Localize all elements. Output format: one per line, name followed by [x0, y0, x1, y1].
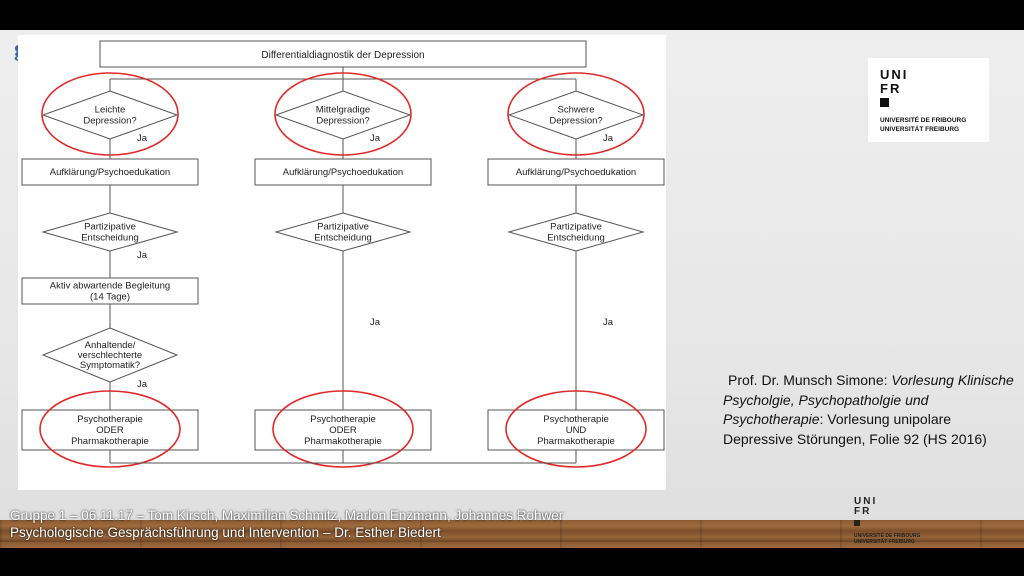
- column-2-result-line-3: Pharmakotherapie: [304, 436, 382, 447]
- footer-line-2: Psychologische Gesprächsführung und Inte…: [10, 525, 441, 540]
- footer-logo-name-line1: UNIVERSITÉ DE FRIBOURG: [854, 533, 921, 539]
- column-2-result-highlight-circle: [272, 390, 414, 468]
- column-2-decision2-line-1: Partizipative: [317, 222, 369, 233]
- source-citation: Prof. Dr. Munsch Simone: Vorlesung Klini…: [723, 371, 1015, 449]
- column-1-step1-box: [21, 158, 199, 186]
- column-1-result-highlight-circle: [39, 390, 181, 468]
- column-3-decision-line-1: Schwere: [558, 105, 595, 116]
- footer-logo-mark-line1: UNI: [854, 496, 878, 507]
- column-3-decision-line-2: Depression?: [549, 116, 602, 127]
- column-1-result-line-3: Pharmakotherapie: [71, 436, 149, 447]
- logo-name-line2: UNIVERSITÄT FREIBURG: [880, 126, 960, 133]
- column-3-result-box: [487, 409, 665, 451]
- column-1-step2-line-2: (14 Tage): [90, 292, 130, 303]
- letterbox-bar: [0, 548, 1024, 576]
- column-3-result-highlight-circle: [505, 390, 647, 468]
- column-3-yes-label: Ja: [603, 133, 614, 144]
- column-1-decision3-line-3: Symptomatik?: [80, 360, 140, 371]
- column-2-step1: Aufklärung/Psychoedukation: [283, 167, 403, 178]
- column-2-step1-box: [254, 158, 432, 186]
- column-2-result-box: [254, 409, 432, 451]
- column-1-result-box: [21, 409, 199, 451]
- logo-square-icon: [880, 98, 889, 107]
- column-2-yes-label2: Ja: [370, 317, 381, 328]
- footer-logo-name-line2: UNIVERSITÄT FREIBURG: [854, 539, 915, 545]
- column-1-step2-box: [21, 277, 199, 305]
- column-1-decision3-line-2: verschlechterte: [78, 350, 142, 361]
- footer-logo-square-icon: [854, 520, 860, 526]
- column-3-decision2-line-2: Entscheidung: [547, 233, 605, 244]
- column-3-decision2-line-1: Partizipative: [550, 222, 602, 233]
- column-3-step1: Aufklärung/Psychoedukation: [516, 167, 636, 178]
- logo-mark-line1: UNI: [880, 67, 909, 82]
- footer-logo-mark-line2: FR: [854, 506, 872, 517]
- column-1-decision3-line-1: Anhaltende/: [85, 340, 136, 351]
- column-1-yes-label3: Ja: [137, 379, 148, 390]
- logo-mark-line2: FR: [880, 81, 902, 96]
- flowchart-title-box: [99, 40, 587, 68]
- slide-footer: Gruppe 1 – 06.11.17 – Tom Kirsch, Maximi…: [10, 507, 563, 541]
- column-3-result-line-3: Pharmakotherapie: [537, 436, 615, 447]
- column-1-decision3-diamond: [41, 327, 179, 383]
- column-2-result-line-2: ODER: [329, 425, 357, 436]
- column-1-decision2-line-1: Partizipative: [84, 222, 136, 233]
- column-3-yes-label2: Ja: [603, 317, 614, 328]
- column-2-decision-line-2: Depression?: [316, 116, 369, 127]
- citation-title: Vorlesung Klinische Psycholgie, Psychopa…: [723, 372, 1014, 427]
- column-2-yes-label: Ja: [370, 133, 381, 144]
- flowchart-title: Differentialdiagnostik der Depression: [261, 50, 424, 61]
- column-1-step2-line-1: Aktiv abwartende Begleitung: [50, 281, 170, 292]
- footer-line-1: Gruppe 1 – 06.11.17 – Tom Kirsch, Maximi…: [10, 508, 564, 523]
- column-2-decision-line-1: Mittelgradige: [316, 105, 370, 116]
- logo-name-line1: UNIVERSITÉ DE FRIBOURG: [880, 117, 967, 124]
- citation-rest: : Vorlesung unipolare Depressive Störung…: [723, 411, 987, 447]
- column-1-result-line-1: Psychotherapie: [77, 414, 142, 425]
- citation-author: Prof. Dr. Munsch Simone:: [728, 372, 892, 388]
- column-1-decision2-line-2: Entscheidung: [81, 233, 139, 244]
- column-2-decision2-line-2: Entscheidung: [314, 233, 372, 244]
- column-1-decision-line-2: Depression?: [83, 116, 136, 127]
- column-3-result-line-2: UND: [566, 425, 587, 436]
- column-1-step1: Aufklärung/Psychoedukation: [50, 167, 170, 178]
- flowchart-svg: Differentialdiagnostik der DepressionLei…: [21, 40, 665, 468]
- column-1-decision-line-1: Leichte: [95, 105, 126, 116]
- wood-floor-background: [0, 520, 1024, 548]
- column-3-result-line-1: Psychotherapie: [543, 414, 608, 425]
- column-1-yes-label: Ja: [137, 133, 148, 144]
- column-1-yes-label2: Ja: [137, 250, 148, 261]
- column-3-step1-box: [487, 158, 665, 186]
- column-2-result-line-1: Psychotherapie: [310, 414, 375, 425]
- column-1-result-line-2: ODER: [96, 425, 124, 436]
